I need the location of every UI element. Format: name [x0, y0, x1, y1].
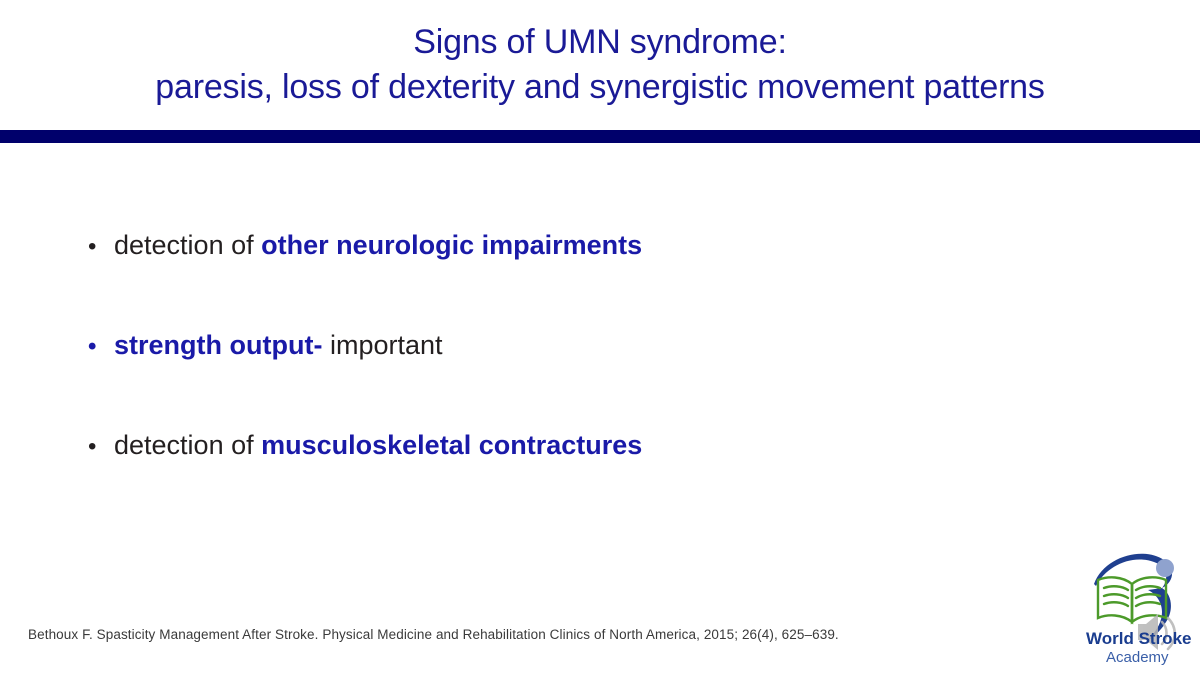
bullet-text: detection of other neurologic impairment… [114, 228, 642, 262]
speaker-icon [1138, 614, 1177, 651]
list-item: • strength output- important [88, 328, 1088, 428]
slide-title: Signs of UMN syndrome: paresis, loss of … [60, 20, 1140, 110]
bullet-text: detection of musculoskeletal contracture… [114, 428, 642, 462]
logo-line-1: World Stroke [1086, 629, 1191, 648]
list-item: • detection of other neurologic impairme… [88, 228, 1088, 328]
bullet-list: • detection of other neurologic impairme… [88, 228, 1088, 528]
logo-line-2: Academy [1106, 649, 1169, 666]
world-stroke-academy-logo: World Stroke Academy [1082, 548, 1194, 666]
bullet-marker-icon: • [88, 333, 97, 360]
title-line-2: paresis, loss of dexterity and synergist… [155, 68, 1045, 106]
swoosh-icon [1094, 553, 1174, 642]
bullet-lead-text: detection of [114, 430, 262, 460]
title-line-1: Signs of UMN syndrome: [413, 23, 787, 61]
bullet-lead-text: detection of [114, 230, 262, 260]
bullet-marker-icon: • [88, 233, 97, 260]
bullet-trail-text: important [322, 330, 443, 360]
bullet-highlight-text: musculoskeletal contractures [261, 430, 643, 460]
bullet-text: strength output- important [114, 328, 443, 362]
bullet-marker-icon: • [88, 433, 97, 460]
open-book-icon [1096, 576, 1168, 625]
bullet-highlight-text: strength output- [114, 330, 323, 360]
bullet-highlight-text: other neurologic impairments [261, 230, 643, 260]
citation-text: Bethoux F. Spasticity Management After S… [28, 627, 839, 642]
title-divider-bar [0, 130, 1200, 143]
list-item: • detection of musculoskeletal contractu… [88, 428, 1088, 528]
